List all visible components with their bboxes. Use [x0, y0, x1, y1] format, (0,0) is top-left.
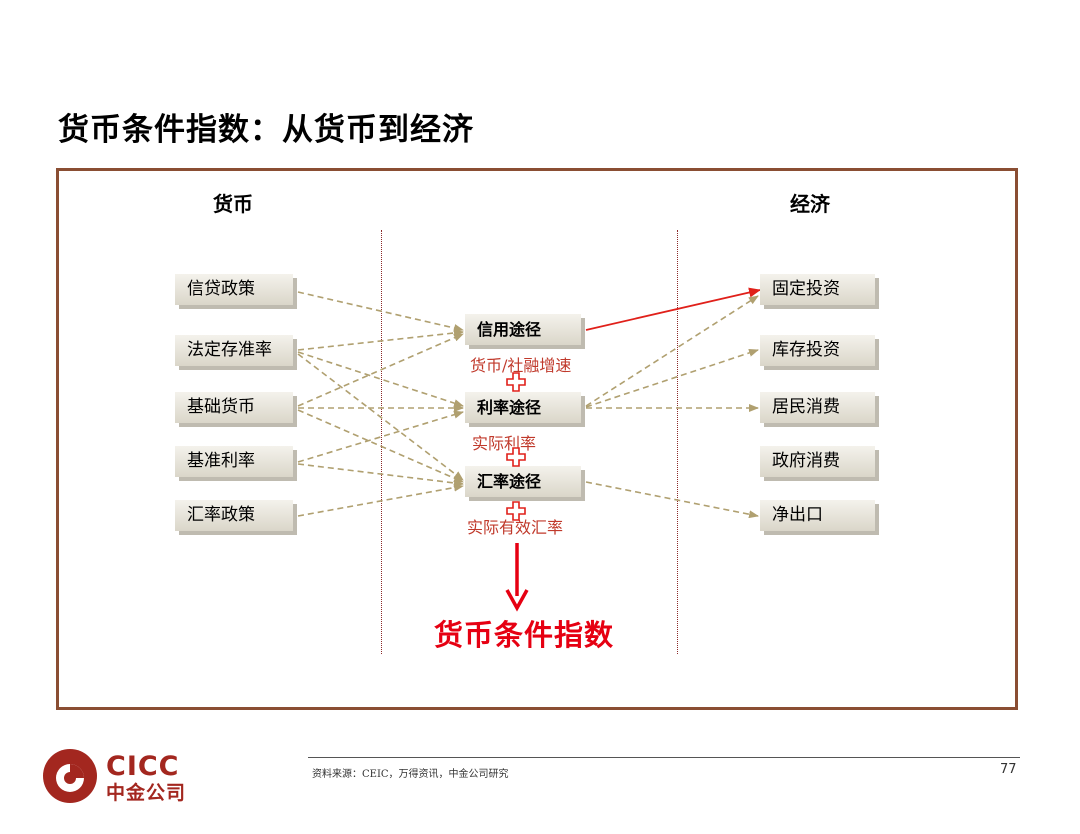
money-item-fx-policy: 汇率政策	[175, 500, 293, 531]
divider-left	[381, 230, 382, 654]
annotation-real-effective-fx: 实际有效汇率	[467, 518, 564, 537]
annotation-real-rate: 实际利率	[472, 434, 537, 453]
money-item-reserve-ratio: 法定存准率	[175, 335, 293, 366]
plus-icon	[506, 501, 526, 521]
footer-divider	[308, 757, 1020, 758]
annotation-money-growth: 货币/社融增速	[470, 356, 572, 375]
money-item-credit-policy: 信贷政策	[175, 274, 293, 305]
page-title: 货币条件指数：从货币到经济	[58, 112, 474, 148]
economy-item-net-exports: 净出口	[760, 500, 875, 531]
column-header-money: 货币	[213, 192, 253, 216]
economy-item-fixed-investment: 固定投资	[760, 274, 875, 305]
logo-text-en: CICC	[106, 751, 180, 782]
column-header-economy: 经济	[790, 192, 830, 216]
money-item-benchmark-rate: 基准利率	[175, 446, 293, 477]
cicc-logo-icon	[43, 749, 97, 803]
logo-text-cn: 中金公司	[106, 782, 187, 804]
plus-icon	[506, 372, 526, 392]
plus-icon	[506, 447, 526, 467]
result-label: 货币条件指数	[434, 618, 615, 652]
economy-item-inventory-investment: 库存投资	[760, 335, 875, 366]
channel-exchange-rate: 汇率途径	[465, 466, 581, 497]
source-note: 资料来源：CEIC，万得资讯，中金公司研究	[312, 769, 509, 780]
economy-item-household-consumption: 居民消费	[760, 392, 875, 423]
channel-credit: 信用途径	[465, 314, 581, 345]
diagram-frame	[56, 168, 1018, 710]
channel-interest-rate: 利率途径	[465, 392, 581, 423]
page-number: 77	[1000, 762, 1017, 777]
money-item-base-money: 基础货币	[175, 392, 293, 423]
divider-right	[677, 230, 678, 654]
economy-item-government-consumption: 政府消费	[760, 446, 875, 477]
